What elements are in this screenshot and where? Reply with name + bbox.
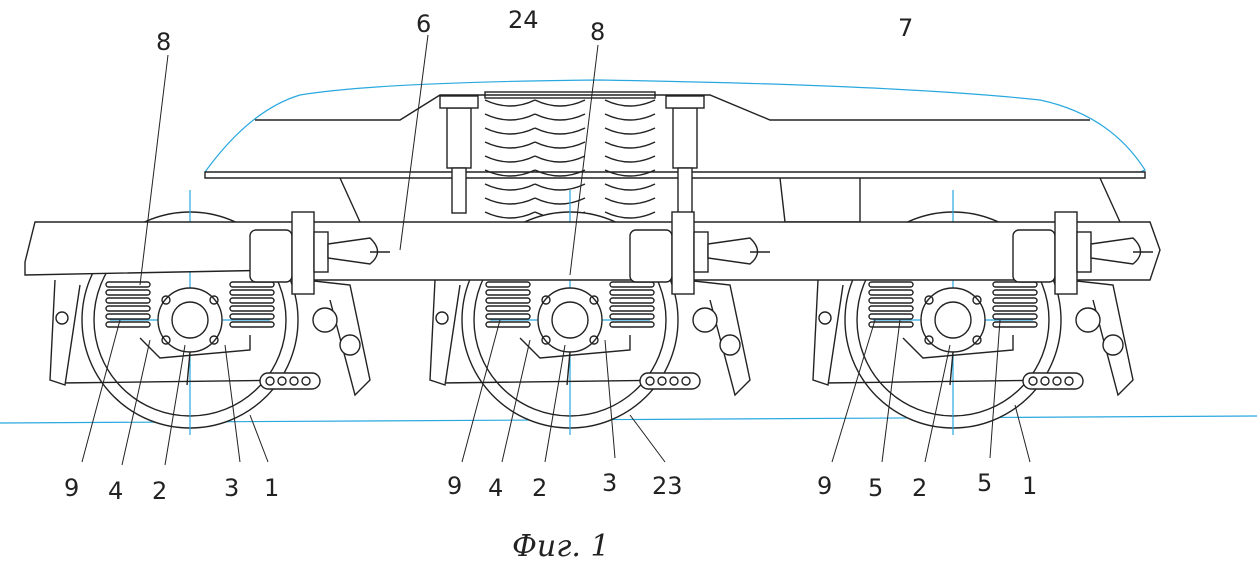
vertical-dampers bbox=[440, 96, 704, 213]
drive-plate bbox=[314, 232, 328, 272]
label-9-c: 9 bbox=[817, 472, 832, 500]
drive-plate bbox=[694, 232, 708, 272]
drive-flange bbox=[672, 212, 694, 294]
axle-box-2 bbox=[538, 288, 602, 352]
drive-plate bbox=[1077, 232, 1091, 272]
drive-housing bbox=[250, 230, 292, 282]
drive-flange bbox=[292, 212, 314, 294]
label-7: 7 bbox=[898, 14, 913, 42]
coil-spring bbox=[535, 100, 585, 218]
label-6: 6 bbox=[416, 10, 431, 38]
brake-hanger bbox=[430, 280, 460, 385]
label-2-b: 2 bbox=[532, 474, 547, 502]
label-8-middle: 8 bbox=[590, 18, 605, 46]
label-2-c: 2 bbox=[912, 474, 927, 502]
label-8-left: 8 bbox=[156, 28, 171, 56]
label-9-a: 9 bbox=[64, 474, 79, 502]
link-pivot bbox=[340, 335, 360, 355]
link-pivot bbox=[720, 335, 740, 355]
coil-spring bbox=[485, 100, 535, 218]
link-pivot bbox=[1076, 308, 1100, 332]
axle-box-2 bbox=[158, 288, 222, 352]
label-5-c2: 5 bbox=[977, 469, 992, 497]
underframe bbox=[205, 172, 1145, 178]
label-2-a: 2 bbox=[152, 477, 167, 505]
figure-caption: Фиг. 1 bbox=[512, 529, 610, 564]
label-4-b: 4 bbox=[488, 474, 503, 502]
label-4-a: 4 bbox=[108, 477, 123, 505]
drive-housing bbox=[630, 230, 672, 282]
label-24: 24 bbox=[508, 6, 539, 34]
link-pivot bbox=[1103, 335, 1123, 355]
link-pivot bbox=[313, 308, 337, 332]
label-9-b: 9 bbox=[447, 472, 462, 500]
label-23: 23 bbox=[652, 472, 683, 500]
label-3-a: 3 bbox=[224, 474, 239, 502]
brake-hanger bbox=[813, 280, 843, 385]
label-3-b: 3 bbox=[602, 469, 617, 497]
drive-housing bbox=[1013, 230, 1055, 282]
label-1-c: 1 bbox=[1022, 472, 1037, 500]
coil-spring bbox=[605, 100, 655, 218]
frame-beam-6 bbox=[25, 222, 1160, 280]
drive-flange bbox=[1055, 212, 1077, 294]
label-1-a: 1 bbox=[264, 474, 279, 502]
brake-hanger bbox=[50, 280, 80, 385]
axle-box-2 bbox=[921, 288, 985, 352]
label-5-c1: 5 bbox=[868, 474, 883, 502]
link-pivot bbox=[693, 308, 717, 332]
